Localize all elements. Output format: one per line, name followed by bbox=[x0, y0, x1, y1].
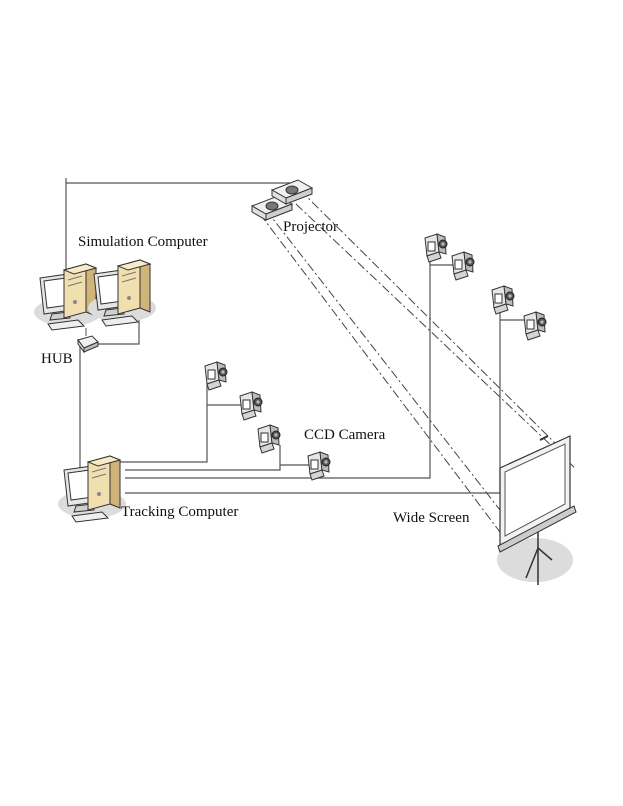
wide-screen-icon bbox=[497, 435, 577, 585]
ccd-camera-icon bbox=[204, 233, 547, 481]
hub-label: HUB bbox=[41, 351, 73, 367]
simulation-computer-label: Simulation Computer bbox=[78, 234, 208, 250]
simulation-computer-icon bbox=[33, 259, 157, 331]
projection-beams bbox=[259, 189, 576, 549]
projector-icon bbox=[251, 179, 313, 221]
tracking-computer-icon bbox=[57, 455, 127, 523]
hub-icon bbox=[77, 328, 99, 354]
projector-label: Projector bbox=[283, 219, 338, 235]
ccd-camera-label: CCD Camera bbox=[304, 427, 386, 443]
wide-screen-label: Wide Screen bbox=[393, 510, 470, 526]
tracking-computer-label: Tracking Computer bbox=[121, 504, 238, 520]
